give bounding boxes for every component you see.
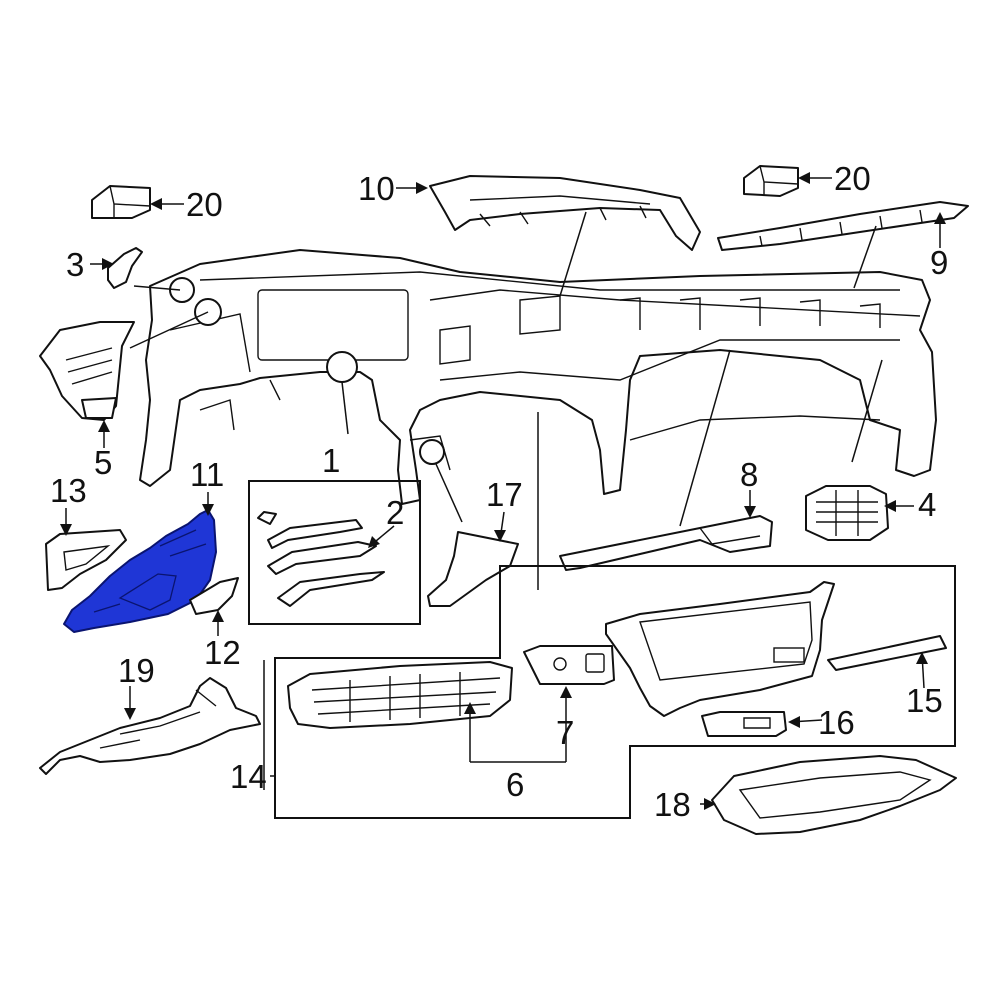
part-6-center-vent[interactable]	[287, 661, 513, 729]
part-10-top-panel[interactable]	[429, 175, 701, 251]
callout-20-left: 20	[186, 186, 223, 223]
callout-18: 18	[654, 786, 691, 823]
part-5-side-vent[interactable]	[39, 321, 135, 421]
callout-20-right: 20	[834, 160, 871, 197]
part-1-group-box	[248, 480, 421, 625]
part-20-clip-left[interactable]	[91, 185, 151, 219]
arrowheads	[60, 172, 946, 810]
part-2-trim-set[interactable]	[257, 511, 385, 607]
callout-8: 8	[740, 456, 758, 493]
part-13-cover[interactable]	[45, 529, 127, 591]
part-8-trim-panel[interactable]	[559, 515, 773, 571]
part-9-trim-strip[interactable]	[717, 201, 969, 251]
part-18-glove-box[interactable]	[711, 755, 957, 835]
instrument-panel-frame	[139, 249, 937, 505]
callout-6: 6	[506, 766, 524, 803]
callout-3: 3	[66, 246, 84, 283]
callout-7: 7	[556, 714, 574, 751]
part-3-bracket[interactable]	[107, 247, 143, 289]
part-16-switch[interactable]	[701, 711, 787, 737]
callout-11: 11	[190, 456, 224, 493]
part-12-trim[interactable]	[189, 577, 239, 615]
part-15-trim-strip[interactable]	[827, 635, 947, 671]
leader-lines	[65, 177, 941, 805]
callout-4: 4	[918, 486, 936, 523]
part-14-group-frame	[274, 565, 956, 819]
callout-5: 5	[94, 444, 112, 481]
part-4-vent-module[interactable]	[805, 485, 889, 541]
part-14-upper-glove-box[interactable]	[605, 581, 835, 717]
callout-13: 13	[50, 472, 87, 509]
part-7-switch-panel[interactable]	[523, 645, 615, 685]
part-17-side-cover[interactable]	[427, 531, 519, 607]
callout-12: 12	[204, 634, 241, 671]
callout-17: 17	[486, 476, 523, 513]
callout-labels: 10 20 20 9 3 5 1 11 13 2 17 8 4 12 19 15…	[50, 160, 948, 823]
callout-1: 1	[322, 442, 340, 479]
callout-2: 2	[386, 494, 404, 531]
callout-19: 19	[118, 652, 155, 689]
part-11-lower-panel[interactable]	[63, 509, 217, 633]
callout-15: 15	[906, 682, 943, 719]
part-19-support-bracket[interactable]	[39, 677, 261, 775]
callout-14: 14	[230, 758, 267, 795]
callout-10: 10	[358, 170, 395, 207]
callout-16: 16	[818, 704, 855, 741]
callout-9: 9	[930, 244, 948, 281]
part-20-clip-right[interactable]	[743, 165, 799, 197]
